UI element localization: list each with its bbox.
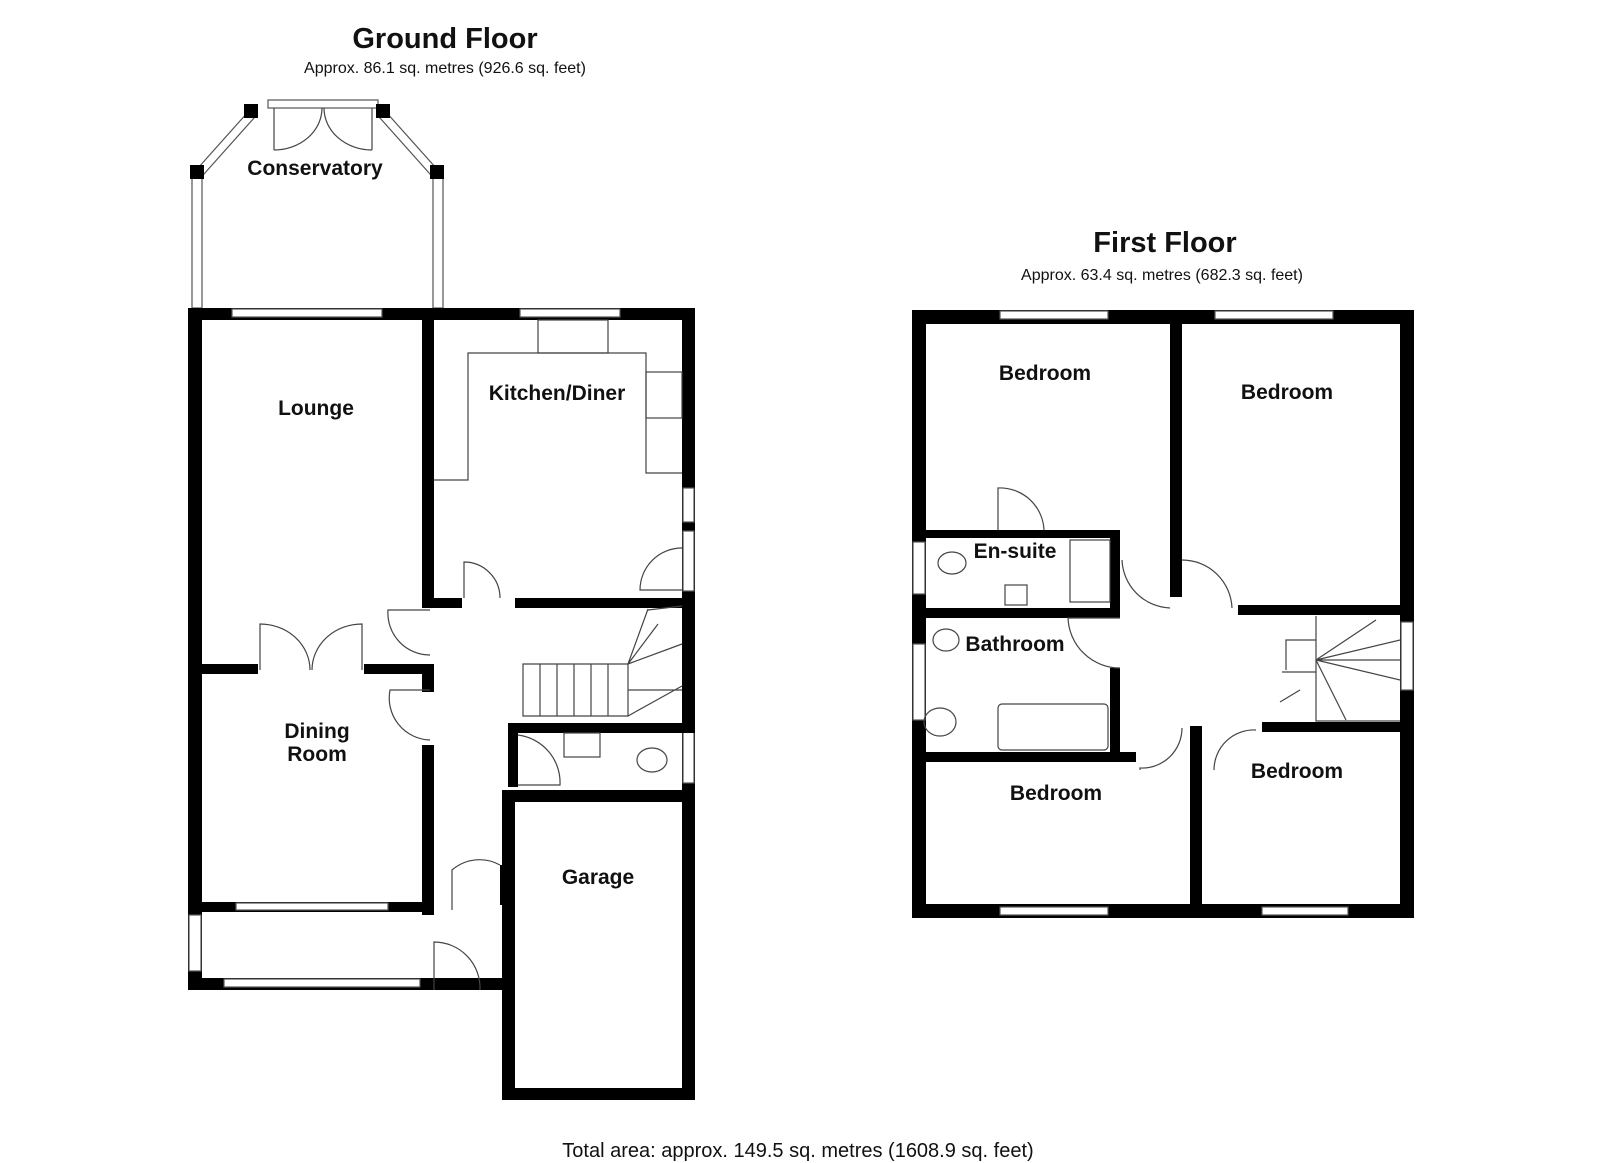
room-label-kitchen: Kitchen/Diner [489,382,626,405]
room-label-bedroom-2: Bedroom [1241,381,1333,404]
ground-staircase [522,605,683,717]
room-label-conservatory: Conservatory [247,157,383,180]
room-label-bedroom-1: Bedroom [999,362,1091,385]
ground-floor-plan: Conservatory Lounge Kitchen/Diner Dining… [188,99,695,1100]
room-label-ensuite: En-suite [974,540,1057,563]
room-label-dining-1: Dining [284,720,349,743]
room-label-bathroom: Bathroom [965,633,1064,656]
room-label-bedroom-3: Bedroom [1010,782,1102,805]
first-staircase [1279,616,1401,722]
room-label-bedroom-4: Bedroom [1251,760,1343,783]
ground-floor-title: Ground Floor [352,23,537,55]
total-area: Total area: approx. 149.5 sq. metres (16… [562,1140,1033,1162]
first-floor-plan: Bedroom Bedroom En-suite Bathroom Bedroo… [912,310,1414,918]
first-floor-title: First Floor [1093,227,1236,259]
conservatory-structure [190,99,444,309]
ground-floor-area: Approx. 86.1 sq. metres (926.6 sq. feet) [304,60,586,77]
room-label-lounge: Lounge [278,397,354,420]
room-label-garage: Garage [562,866,634,889]
room-label-dining-2: Room [287,743,347,766]
first-floor-area: Approx. 63.4 sq. metres (682.3 sq. feet) [1021,267,1303,284]
